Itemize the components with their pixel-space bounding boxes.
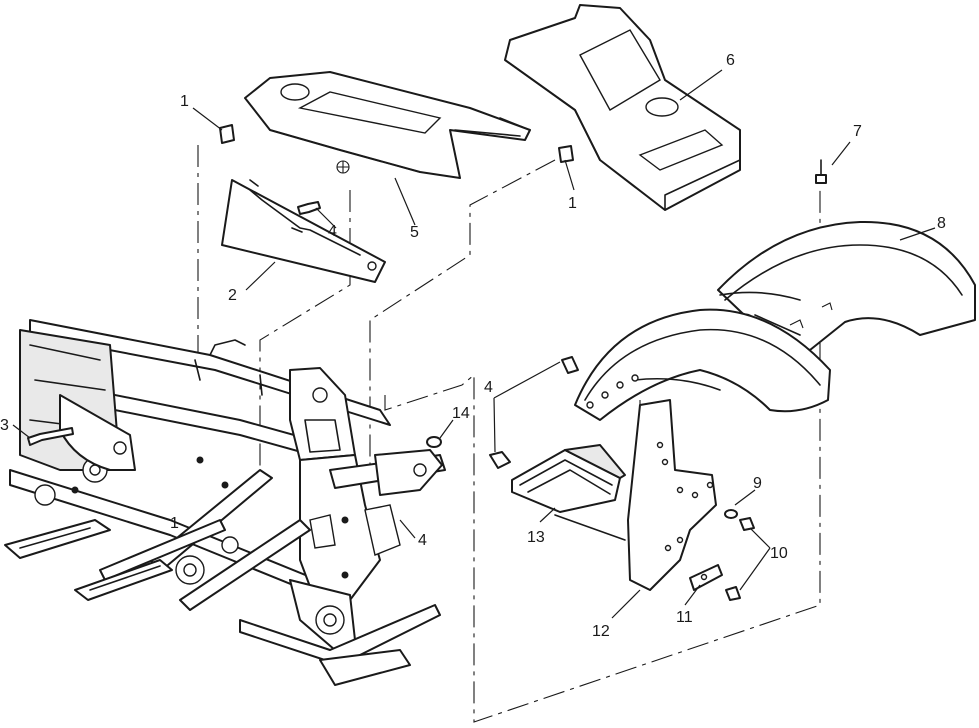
part-14-cap	[426, 436, 442, 448]
part-4-screw-lower	[489, 451, 511, 469]
part-9-washer	[724, 509, 738, 519]
callout-12: 12	[592, 623, 610, 640]
callout-13: 13	[527, 529, 545, 546]
callout-7: 7	[853, 123, 862, 140]
hardware	[27, 124, 827, 601]
part-10-nut-upper	[739, 517, 755, 531]
part-13-footrest	[511, 444, 626, 541]
callout-6: 6	[726, 52, 735, 69]
part-6-rear-console	[504, 4, 741, 211]
callout-2: 2	[228, 287, 237, 304]
part-2-bracket	[221, 179, 386, 283]
callout-1-upper: 1	[180, 93, 189, 110]
part-11-plate	[689, 564, 723, 591]
callout-4-right: 4	[484, 379, 493, 396]
callout-1-right: 1	[568, 195, 577, 212]
part-1-clip-right	[558, 145, 574, 163]
part-1-clip-upper	[219, 124, 235, 144]
callout-11: 11	[676, 609, 693, 626]
part-12-front-fender	[574, 308, 831, 591]
part-5-front-cover	[244, 71, 531, 179]
part-4-screw-upper	[297, 201, 321, 215]
callout-14: 14	[452, 405, 470, 422]
callout-1-frame: 1	[170, 515, 179, 532]
callout-4-frame: 4	[418, 532, 427, 549]
callout-3: 3	[0, 417, 9, 434]
vehicle-frame	[4, 319, 446, 686]
callout-5: 5	[410, 224, 419, 241]
callout-8: 8	[937, 215, 946, 232]
callouts: 1 1 1 2 3 4 4 4 5 6 7 8 9 10 11 12 13 14	[0, 52, 946, 640]
leader-lines	[12, 69, 936, 619]
part-10-nut-lower	[725, 586, 741, 601]
part-4-screw-right	[561, 356, 579, 374]
callout-10: 10	[770, 545, 788, 562]
part-7-pin	[815, 174, 827, 184]
callout-4-upper: 4	[328, 223, 337, 240]
part-3-bolt	[27, 427, 74, 446]
callout-9: 9	[753, 475, 762, 492]
